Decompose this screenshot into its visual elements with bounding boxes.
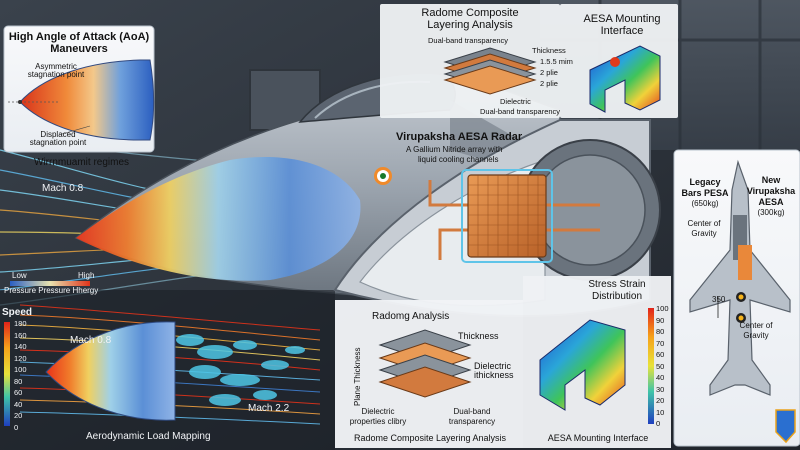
stress-caption: AESA Mounting Interface	[547, 433, 649, 443]
cg-legacy-3: (650kg)	[691, 199, 719, 208]
radome-bottom-dualband-2: transparency	[448, 417, 496, 426]
aoa-heat-profile	[19, 59, 155, 141]
nose-heatmap	[76, 156, 361, 281]
radome-top-spec2: 2 plie	[540, 68, 558, 77]
cfd-nose-model	[45, 321, 176, 421]
cg-new-3: AESA	[758, 197, 784, 207]
radome-top-spec1: 1.5.5 mim	[540, 57, 573, 66]
aoa-asym-label: Asymmetric stagnation point	[27, 62, 85, 80]
speed-label: Speed	[2, 307, 33, 318]
radome-bottom-plane: Plane Thickness	[353, 347, 362, 406]
radome-bottom-caption: Radome Composite Layering Analysis	[353, 433, 507, 443]
speed-tick: 120	[14, 353, 27, 363]
radome-top-title-1: Radome Composite	[421, 7, 519, 19]
aesa-top-title-2: Interface	[600, 25, 644, 37]
aesa-top-title-1: AESA Mounting	[583, 13, 661, 25]
radome-bottom-dielectric-thick: Dielectric ithickness	[474, 361, 514, 381]
aoa-title: High Angle of Attack (AoA) Maneuvers	[8, 31, 150, 55]
stress-tick: 70	[656, 338, 665, 348]
cg-new-1: New	[761, 175, 781, 185]
speed-tick: 60	[14, 388, 23, 398]
speed-tick: 160	[14, 330, 27, 340]
radome-top-title-2: Layering Analysis	[427, 19, 513, 31]
stress-tick: 60	[656, 350, 665, 359]
pressure-energy-label: Pressure Pressure Hhergy	[4, 286, 99, 295]
pressure-low-label: Low	[12, 271, 27, 280]
stress-tick: 50	[656, 361, 665, 371]
speed-tick: 0	[14, 423, 19, 432]
speed-tick: 80	[14, 376, 23, 386]
mach-top-label: Mach 0.8	[42, 183, 84, 194]
aesa-array	[467, 174, 547, 258]
stress-tick: 90	[656, 315, 665, 325]
stress-tick: 80	[656, 327, 665, 336]
stress-title-2: Distribution	[591, 291, 643, 302]
cg-cog2-1: Center of	[739, 321, 773, 330]
cg-new-2: Virupaksha	[746, 186, 796, 196]
radome-top-dualband-2: Dual-band transparency	[480, 107, 561, 116]
cg-cog-2: Gravity	[691, 229, 717, 238]
speed-tick: 180	[14, 319, 27, 328]
radome-top-thickness: Thickness	[532, 46, 566, 55]
cg-dim: 350	[712, 295, 726, 304]
aoa-panel	[3, 25, 155, 153]
shield-icon	[775, 409, 796, 444]
pressure-scale	[10, 281, 90, 286]
mach-bottom-right: Mach 2.2	[248, 403, 290, 414]
stress-tick: 30	[656, 384, 665, 394]
pressure-high-label: High	[78, 271, 95, 280]
stress-tick: 0	[656, 419, 661, 428]
radar-title: Virupaksha AESA Radar	[396, 131, 523, 143]
stress-tick: 20	[656, 396, 665, 405]
speed-tick: 20	[14, 411, 23, 421]
cg-cog2-2: Gravity	[743, 331, 769, 340]
radome-top-dielectric: Dielectric	[500, 97, 531, 106]
mach-bottom-left: Mach 0.8	[70, 335, 112, 346]
cooling-channels	[428, 180, 600, 260]
speed-color-scale	[4, 322, 10, 426]
stress-panel	[523, 276, 671, 448]
radome-analysis-panel	[335, 300, 523, 448]
radome-layers-top	[380, 4, 560, 118]
speed-tick: 40	[14, 399, 23, 409]
cg-panel	[673, 149, 800, 447]
stress-title-1: Stress Strain	[588, 279, 646, 290]
cg-legacy-2: Bars PESA	[681, 188, 729, 198]
stress-tick: 10	[656, 407, 665, 417]
stress-color-scale	[648, 308, 654, 424]
aesa-mount-top	[560, 4, 678, 118]
radome-analysis-title: Radomg Analysis	[372, 311, 450, 322]
speed-tick: 140	[14, 342, 27, 352]
load-mapping-caption: Aerodynamic Load Mapping	[86, 431, 211, 442]
radar-desc-2: liquid cooling channels	[418, 155, 499, 164]
radome-top-dualband: Dual-band transparency	[428, 36, 509, 45]
radome-cutaway	[333, 119, 661, 317]
radome-bottom-props-1: Dielectric	[361, 407, 395, 416]
stress-tick: 40	[656, 373, 665, 382]
radome-bottom-props-2: properties clibry	[349, 417, 407, 426]
radar-desc-1: A Gallium Nitride array with	[406, 145, 503, 154]
radome-bottom-thickness: Thickness	[458, 331, 499, 341]
speed-tick: 100	[14, 365, 27, 375]
radome-top-spec3: 2 plie	[540, 79, 558, 88]
cg-legacy-1: Legacy	[689, 177, 721, 187]
stress-tick: 100	[656, 304, 669, 313]
cg-cog-1: Center of	[687, 219, 721, 228]
cg-new-4: (300kg)	[757, 208, 785, 217]
vortex-shedding	[176, 334, 305, 406]
radome-bottom-dualband-1: Dual-band	[453, 407, 491, 416]
regimes-label: Wirrnmuamit regimes	[34, 157, 130, 168]
aoa-disp-label: Displaced stagnation point	[29, 130, 87, 148]
